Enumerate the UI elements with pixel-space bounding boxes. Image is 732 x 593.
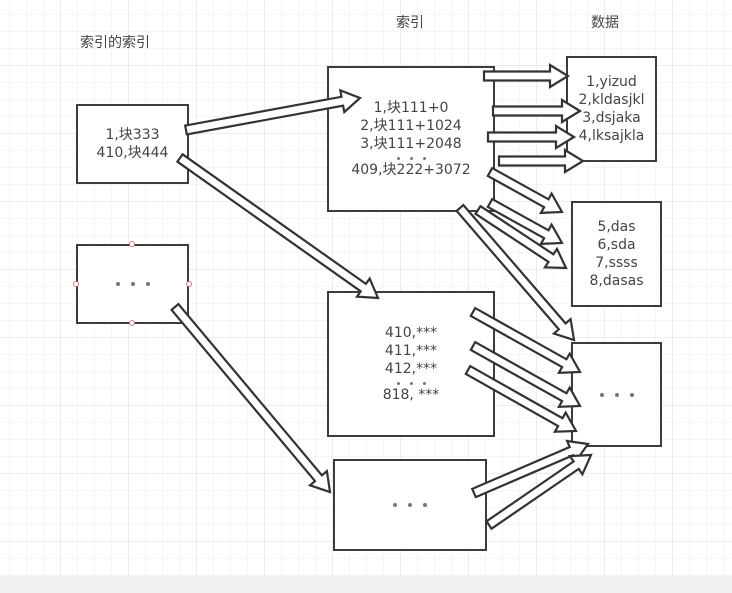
resize-handle-bottom[interactable] <box>129 320 135 326</box>
box-line: 1,块111+0 <box>373 100 449 116</box>
index-block-box-3[interactable] <box>333 459 487 551</box>
arrow-index-to-data-1a[interactable] <box>482 63 571 89</box>
arrow-top-index-to-index-block-1[interactable] <box>183 88 363 136</box>
box-line: 6,sda <box>597 237 636 253</box>
header-index-of-index: 索引的索引 <box>80 35 150 51</box>
box-line: 818, *** <box>382 387 440 403</box>
arrow-index-to-data-1d[interactable] <box>497 148 586 174</box>
top-level-index-box-1[interactable]: 1,块333 410,块444 <box>76 104 189 184</box>
ellipsis-dots <box>599 390 634 400</box>
resize-handle-right[interactable] <box>186 281 192 287</box>
box-line: 3,dsjaka <box>582 110 641 126</box>
resize-handle-left[interactable] <box>73 281 79 287</box>
arrow-index-to-data-2a[interactable] <box>486 166 564 215</box>
arrow-index-2-to-data-3b[interactable] <box>469 340 582 408</box>
ellipsis-dots <box>115 279 150 289</box>
box-line: 1,yizud <box>586 74 637 90</box>
box-line: 5,das <box>597 219 636 235</box>
header-index: 索引 <box>396 15 424 31</box>
box-line: 2,块111+1024 <box>360 118 462 134</box>
resize-handle-top[interactable] <box>129 241 135 247</box>
arrow-index-2-to-data-3a[interactable] <box>469 306 582 374</box>
arrow-index-3-to-data-3b[interactable] <box>484 453 593 531</box>
header-data: 数据 <box>591 15 619 31</box>
box-line: 412,*** <box>384 361 438 377</box>
ellipsis-dots <box>396 155 426 161</box>
data-block-box-3[interactable] <box>571 342 662 447</box>
index-block-box-2[interactable]: 410,*** 411,*** 412,*** 818, *** <box>327 291 495 437</box>
box-line: 410,*** <box>384 325 438 341</box>
arrow-top-index-to-index-block-2[interactable] <box>175 152 380 300</box>
box-line: 409,块222+3072 <box>351 162 471 178</box>
bottom-status-bar <box>0 576 732 593</box>
connector-arrows-layer <box>170 63 593 531</box>
arrow-index-to-data-2c[interactable] <box>473 204 568 270</box>
box-line: 3,块111+2048 <box>360 136 462 152</box>
data-block-box-2[interactable]: 5,das 6,sda 7,ssss 8,dasas <box>571 201 662 307</box>
arrow-index-to-data-3[interactable] <box>455 203 576 342</box>
ellipsis-dots <box>396 380 426 386</box>
ellipsis-dots <box>393 500 427 510</box>
arrow-index-to-data-2b[interactable] <box>486 197 564 246</box>
box-line: 7,ssss <box>595 255 638 271</box>
box-line: 2,kldasjkl <box>578 92 645 108</box>
box-line: 8,dasas <box>589 273 644 289</box>
arrow-top-index-2-to-index-block-3[interactable] <box>170 302 332 494</box>
box-line: 411,*** <box>384 343 438 359</box>
box-line: 410,块444 <box>96 145 169 161</box>
box-line: 1,块333 <box>105 127 160 143</box>
index-block-box-1[interactable]: 1,块111+0 2,块111+1024 3,块111+2048 409,块22… <box>327 66 495 212</box>
arrow-index-to-data-1b[interactable] <box>491 98 583 124</box>
box-line: 4,lksajkla <box>578 128 645 144</box>
arrow-index-2-to-data-3c[interactable] <box>464 364 578 433</box>
arrow-index-to-data-1c[interactable] <box>486 124 577 150</box>
